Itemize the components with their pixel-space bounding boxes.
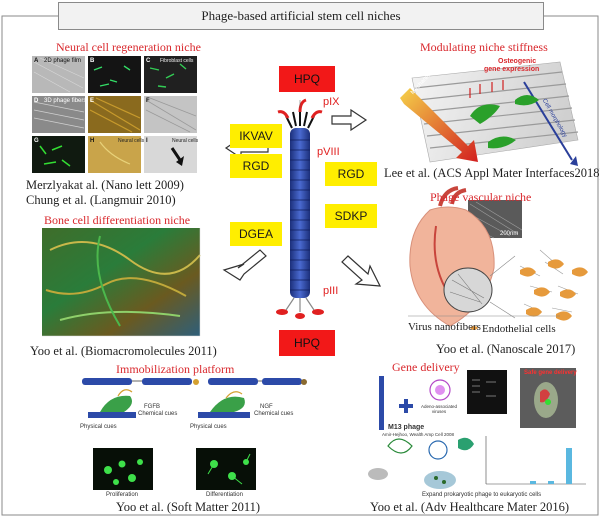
m13-phage-label: M13 phage: [388, 424, 425, 431]
neural-image-grid: [32, 56, 197, 173]
stiffness-overlay-line1: Osteogenic: [498, 58, 537, 65]
tile-letter-h: H: [90, 138, 95, 144]
stiffness-citation: Lee et al. (ACS Appl Mater Interfaces201…: [384, 166, 600, 180]
peptide-tag-ikvav: IKVAV: [230, 124, 282, 148]
tile-letter-c: C: [146, 58, 151, 64]
tile-letter-i: I: [146, 138, 148, 144]
physical-cues-left: Physical cues: [80, 424, 117, 430]
vascular-legend-endothelial: Endothelial cells: [482, 323, 556, 335]
immobilization-heading: Immobilization platform: [116, 362, 235, 376]
arrow-to-stiffness: [331, 108, 368, 132]
tile-letter-f: F: [146, 98, 150, 104]
figure-title-text: Phage-based artificial stem cell niches: [201, 8, 401, 23]
vascular-scale-label: 200nm: [500, 231, 519, 237]
physical-cues-right: Physical cues: [190, 424, 227, 430]
neural-citation-2: Chung et al. (Langmuir 2010): [26, 193, 176, 207]
ngf-label: NGF: [260, 404, 273, 410]
bone-citation: Yoo et al. (Biomacromolecules 2011): [30, 344, 217, 358]
fgfb-label: FGFB: [144, 404, 160, 410]
gene-footer-label: Expand prokaryotic phage to eukaryotic c…: [422, 492, 542, 498]
tile-letter-g: G: [34, 138, 39, 144]
bone-image: [42, 228, 201, 337]
stiffness-overlay-line2: gene expression: [484, 66, 540, 73]
neural-tile-label-neural-1: Neural cells: [118, 138, 145, 144]
gene-subtitle: Amir-Hejhoo, Wealth Amp Cell 2008: [382, 432, 454, 437]
immobilization-illustration: [82, 378, 307, 490]
ngf-chemical-cues: Chemical cues: [254, 411, 294, 417]
hpq-label-top: HPQ: [279, 66, 335, 92]
neural-heading: Neural cell regeneration niche: [56, 40, 201, 54]
neural-tile-label-3d: 3D phage fibers: [44, 98, 87, 104]
gene-citation: Yoo et al. (Adv Healthcare Mater 2016): [370, 500, 570, 514]
aav-label: Adeno-associated viruses: [420, 404, 458, 414]
neural-citation-1: Merzlyakat al. (Nano lett 2009): [26, 178, 184, 192]
gene-heading: Gene delivery: [392, 360, 460, 374]
piii-label: pIII: [323, 285, 339, 297]
vascular-legend-virus: Virus nanofibers: [408, 321, 481, 333]
peptide-tag-rgd-right: RGD: [325, 162, 377, 186]
arrow-to-bone: [222, 249, 267, 281]
pviii-label: pVIII: [317, 146, 340, 158]
immobilization-citation: Yoo et al. (Soft Matter 2011): [116, 500, 261, 514]
peptide-tag-dgea: DGEA: [230, 222, 282, 246]
vascular-illustration: [408, 186, 588, 330]
pix-label: pIX: [323, 96, 340, 108]
stiffness-illustration: [400, 61, 579, 166]
neural-tile-label-2d: 2D phage film: [44, 58, 82, 64]
tile-letter-a: A: [34, 58, 39, 64]
phage-particle: [276, 98, 324, 319]
fgfb-chemical-cues: Chemical cues: [138, 411, 178, 417]
tile-letter-d: D: [34, 98, 39, 104]
peptide-tag-sdkp: SDKP: [325, 204, 377, 228]
stiffness-heading: Modulating niche stiffness: [420, 40, 548, 54]
tile-letter-b: B: [90, 58, 95, 64]
gene-delivery-illustration: [368, 368, 586, 489]
hpq-label-bottom: HPQ: [279, 330, 335, 356]
vascular-citation: Yoo et al. (Nanoscale 2017): [436, 342, 576, 356]
neural-tile-label-neural-2: Neural cells: [172, 138, 199, 144]
proliferation-label: Proliferation: [106, 492, 139, 498]
neural-tile-label-fibroblast: Fibroblast cells: [160, 58, 194, 64]
differentiation-label: Differentiation: [206, 492, 243, 498]
tile-letter-e: E: [90, 98, 95, 104]
peptide-tag-rgd-left: RGD: [230, 154, 282, 178]
figure-title: Phage-based artificial stem cell niches: [58, 2, 544, 30]
safe-gene-delivery-label: Safe gene delivery: [524, 370, 577, 376]
vascular-heading: Phage vascular niche: [430, 190, 532, 204]
arrow-to-vascular: [341, 255, 382, 287]
bone-heading: Bone cell differentiation niche: [44, 213, 191, 227]
